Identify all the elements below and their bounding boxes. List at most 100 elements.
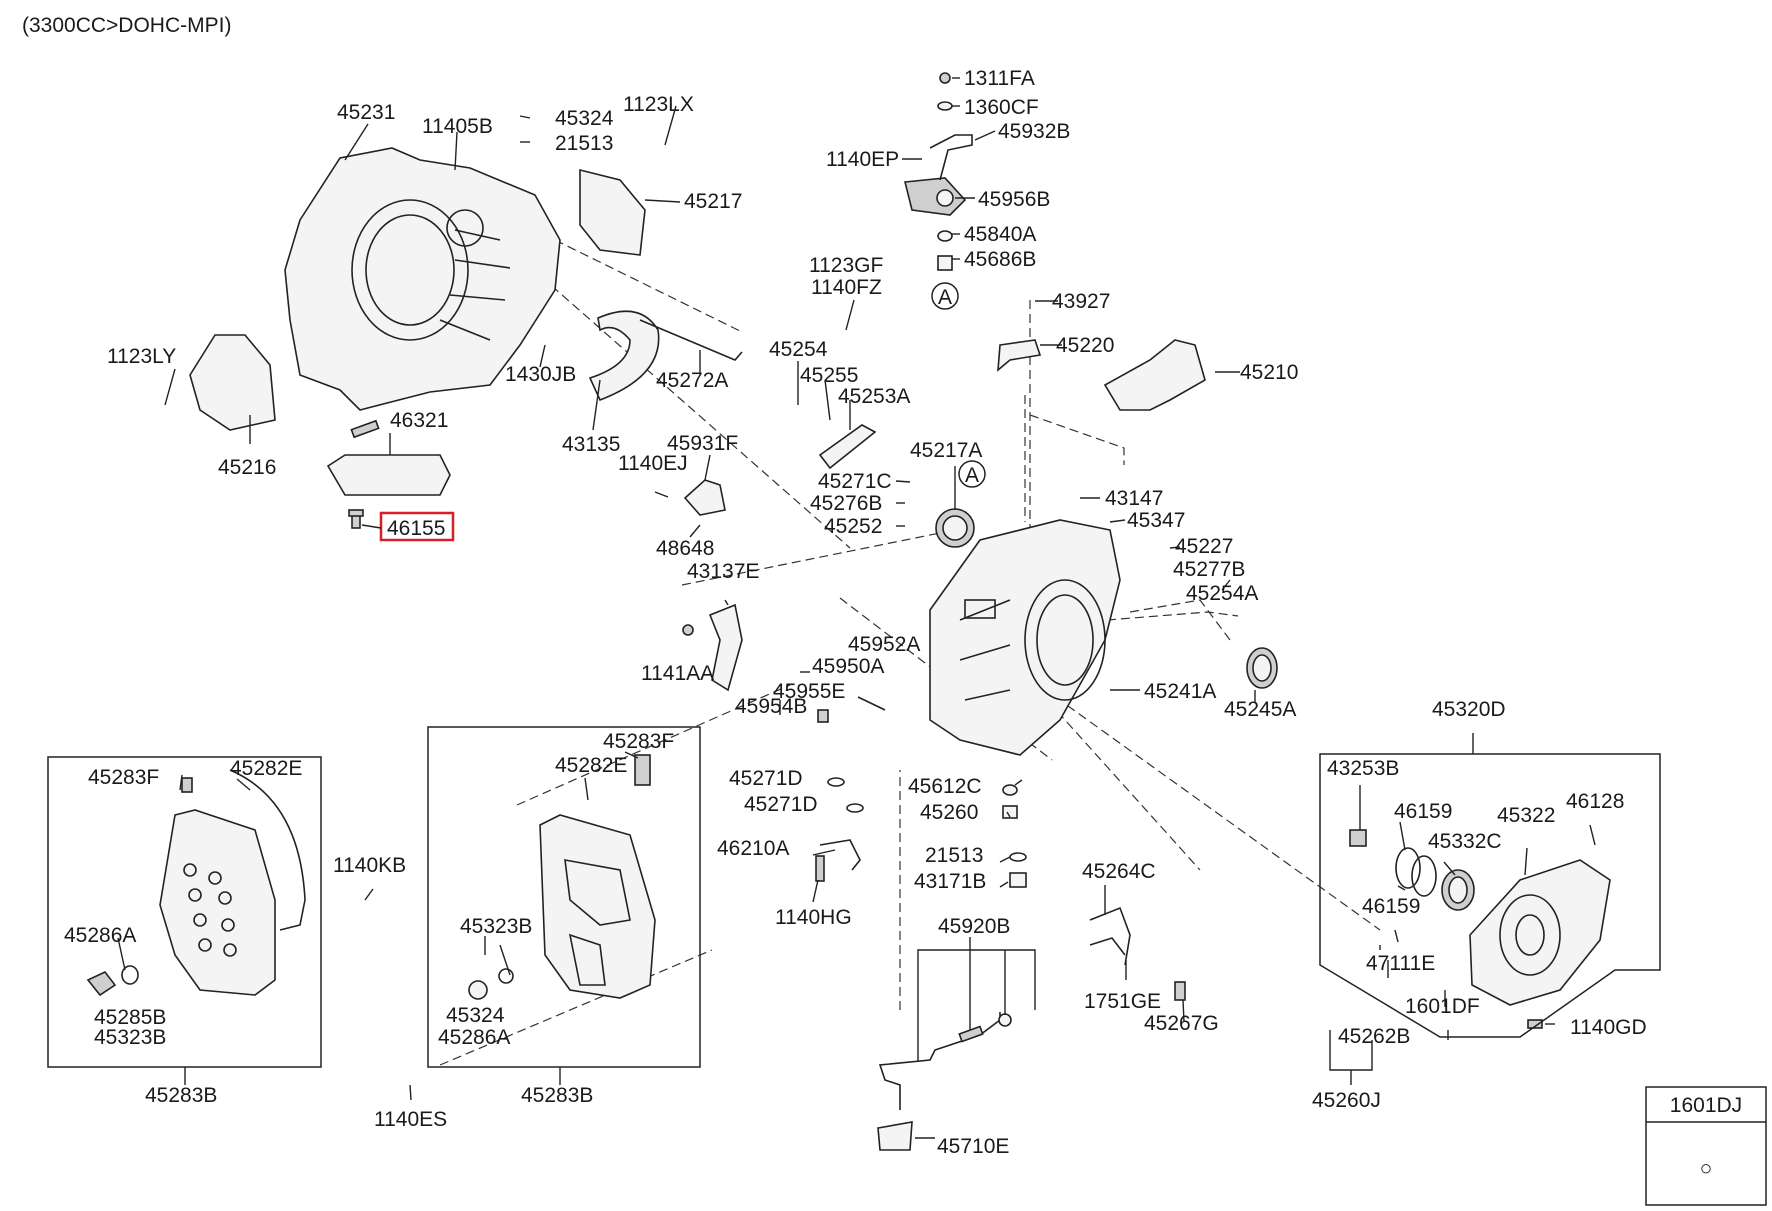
part-label-45245A[interactable]: 45245A xyxy=(1224,698,1296,721)
part-label-45286A-right[interactable]: 45286A xyxy=(438,1026,510,1049)
part-label-21513[interactable]: 21513 xyxy=(555,132,613,155)
part-label-43135[interactable]: 43135 xyxy=(562,433,620,456)
oring-46159-1[interactable] xyxy=(1395,847,1421,889)
part-label-45285B[interactable]: 45285B xyxy=(94,1006,166,1029)
shield-43135[interactable] xyxy=(588,310,660,402)
washer-1360CF[interactable] xyxy=(937,101,953,111)
part-label-45323B-left[interactable]: 45323B xyxy=(94,1026,166,1049)
part-label-45260[interactable]: 45260 xyxy=(920,801,978,824)
part-label-45210[interactable]: 45210 xyxy=(1240,361,1298,384)
part-label-1123GF[interactable]: 1123GF xyxy=(809,254,883,277)
part-label-1140HG[interactable]: 1140HG xyxy=(775,906,852,929)
part-label-45227[interactable]: 45227 xyxy=(1175,535,1233,558)
part-label-1140GD[interactable]: 1140GD xyxy=(1570,1016,1647,1039)
bolt-1140GD[interactable] xyxy=(1527,1019,1543,1029)
seal-45920B[interactable] xyxy=(998,1013,1012,1027)
part-label-48648[interactable]: 48648 xyxy=(656,537,714,560)
plate-45272A[interactable] xyxy=(639,319,743,361)
part-label-1140ES[interactable]: 1140ES xyxy=(374,1108,447,1131)
oring-45271D-2[interactable] xyxy=(846,803,864,813)
part-label-45264C[interactable]: 45264C xyxy=(1082,860,1156,883)
bracket-48648[interactable] xyxy=(683,479,726,516)
transmission-case-45241A[interactable] xyxy=(929,519,1121,756)
part-label-45920B[interactable]: 45920B xyxy=(938,915,1010,938)
oil-seal-45217A[interactable] xyxy=(935,508,975,548)
part-label-45254A[interactable]: 45254A xyxy=(1186,582,1258,605)
part-label-45931F[interactable]: 45931F xyxy=(667,432,738,455)
part-label-45710E[interactable]: 45710E xyxy=(937,1135,1009,1158)
washer-21513-b[interactable] xyxy=(1009,852,1027,862)
part-label-43171B[interactable]: 43171B xyxy=(914,870,986,893)
part-label-45840A[interactable]: 45840A xyxy=(964,223,1036,246)
plug-45260[interactable] xyxy=(1002,805,1018,819)
part-label-46321[interactable]: 46321 xyxy=(390,409,448,432)
part-label-45255[interactable]: 45255 xyxy=(800,364,858,387)
part-label-45282E-left[interactable]: 45282E xyxy=(230,757,302,780)
part-label-45216[interactable]: 45216 xyxy=(218,456,276,479)
part-label-45267G[interactable]: 45267G xyxy=(1144,1012,1219,1035)
bracket-45710E[interactable] xyxy=(877,1121,913,1151)
part-label-1311FA[interactable]: 1311FA xyxy=(964,67,1035,90)
part-label-46210A[interactable]: 46210A xyxy=(717,837,789,860)
part-label-21513-b[interactable]: 21513 xyxy=(925,844,983,867)
part-label-45260J[interactable]: 45260J xyxy=(1312,1089,1381,1112)
bracket-45216[interactable] xyxy=(189,334,276,431)
part-label-47111E[interactable]: 47111E xyxy=(1366,952,1435,975)
plate-45955E[interactable] xyxy=(857,696,886,711)
bushing-43253B[interactable] xyxy=(1349,829,1367,847)
part-label-45324[interactable]: 45324 xyxy=(555,107,614,130)
plug-45267G[interactable] xyxy=(1174,981,1186,1001)
part-label-45955E[interactable]: 45955E xyxy=(773,680,845,703)
part-label-45956B[interactable]: 45956B xyxy=(978,188,1050,211)
part-label-1140FZ[interactable]: 1140FZ xyxy=(811,276,882,299)
part-label-45686B[interactable]: 45686B xyxy=(964,248,1036,271)
bolt-1140HG[interactable] xyxy=(815,855,825,882)
oring-45271D-1[interactable] xyxy=(827,777,845,787)
part-label-45332C[interactable]: 45332C xyxy=(1428,830,1502,853)
part-label-45253A[interactable]: 45253A xyxy=(838,385,910,408)
bracket-45220[interactable] xyxy=(997,339,1042,372)
bolt-46155[interactable] xyxy=(348,509,364,529)
side-cover-45322[interactable] xyxy=(1469,859,1611,1006)
part-label-45286A-left[interactable]: 45286A xyxy=(64,924,136,947)
part-label-45283B-left[interactable]: 45283B xyxy=(145,1084,217,1107)
bushing-45686B[interactable] xyxy=(937,255,953,271)
part-label-1140EP[interactable]: 1140EP xyxy=(826,148,899,171)
part-label-45283F-left[interactable]: 45283F xyxy=(88,766,159,789)
cover-43137E[interactable] xyxy=(708,603,743,692)
part-label-1430JB[interactable]: 1430JB xyxy=(505,363,576,386)
part-label-45612C[interactable]: 45612C xyxy=(908,775,982,798)
nut-1311FA[interactable] xyxy=(939,72,951,84)
part-label-46159-2[interactable]: 46159 xyxy=(1362,895,1420,918)
plug-45612C[interactable] xyxy=(1002,784,1018,796)
part-label-45277B[interactable]: 45277B xyxy=(1173,558,1245,581)
part-label-45231[interactable]: 45231 xyxy=(337,101,395,124)
oring-46159-2[interactable] xyxy=(1411,855,1437,897)
part-label-1141AA[interactable]: 1141AA xyxy=(641,662,714,685)
oil-seal-45245A[interactable] xyxy=(1246,647,1278,689)
part-label-45241A[interactable]: 45241A xyxy=(1144,680,1216,703)
part-label-46159-1[interactable]: 46159 xyxy=(1394,800,1452,823)
part-label-43253B[interactable]: 43253B xyxy=(1327,757,1399,780)
inhibitor-switch-45956B[interactable] xyxy=(903,177,967,216)
oil-line-45710E[interactable] xyxy=(878,1012,1001,1110)
spring-45920B[interactable] xyxy=(958,1025,984,1043)
part-label-45276B[interactable]: 45276B xyxy=(810,492,882,515)
part-label-45283B-right[interactable]: 45283B xyxy=(521,1084,593,1107)
part-label-1123LY[interactable]: 1123LY xyxy=(107,345,176,368)
bolt-1141AA[interactable] xyxy=(682,624,694,636)
pipe-45264C[interactable] xyxy=(1089,906,1131,966)
part-label-11405B[interactable]: 11405B xyxy=(422,115,493,138)
part-label-45254[interactable]: 45254 xyxy=(769,338,828,361)
part-label-45217A[interactable]: 45217A xyxy=(910,439,982,462)
part-label-45320D[interactable]: 45320D xyxy=(1432,698,1506,721)
plug-43171B[interactable] xyxy=(1009,872,1027,888)
part-label-45271D-1[interactable]: 45271D xyxy=(729,767,803,790)
part-label-45252[interactable]: 45252 xyxy=(824,515,882,538)
part-label-1360CF[interactable]: 1360CF xyxy=(964,96,1039,119)
part-label-45323B-right[interactable]: 45323B xyxy=(460,915,532,938)
part-label-45271C[interactable]: 45271C xyxy=(818,470,892,493)
lever-45253A[interactable] xyxy=(818,424,877,470)
part-label-45220[interactable]: 45220 xyxy=(1056,334,1114,357)
part-label-45950A[interactable]: 45950A xyxy=(812,655,884,678)
